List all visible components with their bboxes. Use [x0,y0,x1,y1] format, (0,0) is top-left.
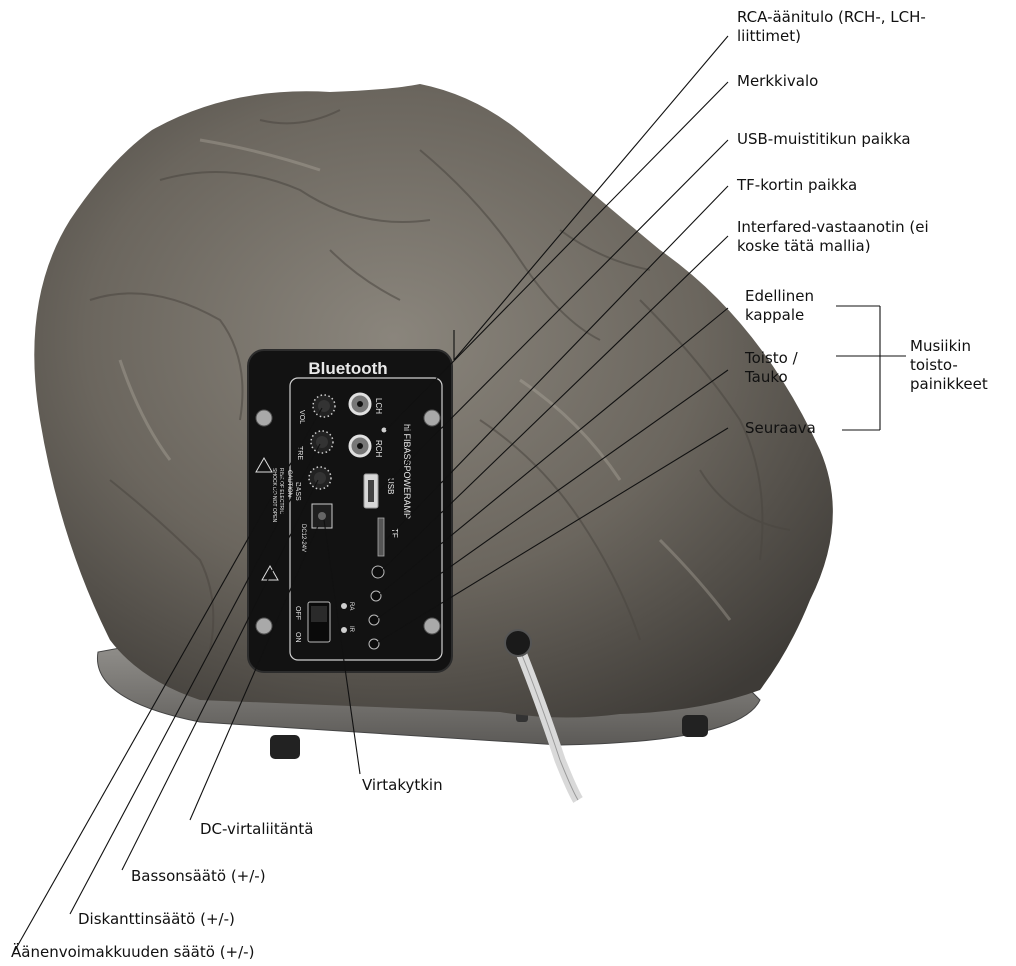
knob-vol-label: VOL [298,410,305,424]
label-next: Seuraava [745,419,816,438]
label-ir-receiver: Interfared-vastaanotin (ei koske tätä ma… [737,218,929,256]
label-indicator: Merkkivalo [737,72,818,91]
amplifier-panel: Bluetooth VOL TRE BASS LCH [248,350,452,672]
switch-on-label: ON [294,632,301,643]
cable-grommet [505,630,531,656]
warning-line1: RISK OF ELECTRIC [278,468,284,515]
tf-slot [378,518,384,556]
label-rca-input: RCA-äänitulo (RCH-, LCH- liittimet) [737,8,926,46]
jack-rch-label: RCH [374,440,383,458]
jack-lch-label: LCH [374,398,383,414]
label-usb-slot: USB-muistitikun paikka [737,130,911,149]
foot-left [270,735,300,759]
small-ra-label: RA [348,602,354,610]
dc-label: DC12-24V [300,524,306,552]
next-button [369,639,379,649]
previous-button [371,591,381,601]
label-music-buttons: Musiikin toisto- painikkeet [910,337,988,394]
label-play-pause: Toisto / Tauko [745,349,798,387]
play-pause-button [369,615,379,625]
label-bass: Bassonsäätö (+/-) [131,867,266,886]
indicator-led [382,428,387,433]
panel-brand: Bluetooth [308,359,387,378]
ir-receiver [372,566,384,578]
panel-model: hi FIBASSPOWERAMP [402,424,412,519]
label-dc-input: DC-virtaliitäntä [200,820,313,839]
label-treble: Diskanttinsäätö (+/-) [78,910,235,929]
label-previous: Edellinen kappale [745,287,814,325]
small-ir-label: IR [348,626,354,633]
warning-caution: CAUTION [286,470,292,497]
port-tf-label: TF [390,528,399,538]
port-usb-label: USB [386,478,395,494]
foot-right [682,715,708,737]
switch-off-label: OFF [294,606,301,620]
label-power-switch: Virtakytkin [362,776,443,795]
label-volume: Äänenvoimakkuuden säätö (+/-) [11,943,254,962]
label-tf-slot: TF-kortin paikka [737,176,857,195]
warning-line2: SHOCK DO NOT OPEN [271,468,277,522]
